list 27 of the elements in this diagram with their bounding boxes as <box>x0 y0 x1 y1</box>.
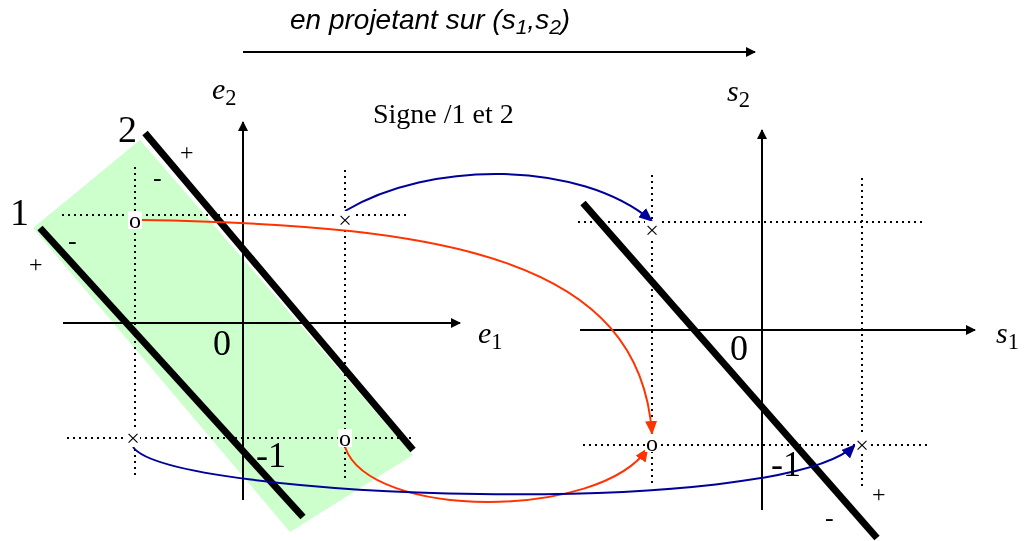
arrow <box>344 173 653 222</box>
axis-label: 2 <box>118 110 137 148</box>
axis-label: e$_{2}$ <box>212 74 237 104</box>
axis-label: Signe /1 et 2 <box>373 100 514 128</box>
axis-label: + <box>872 482 886 506</box>
data-point: o <box>645 434 659 452</box>
data-point: × <box>645 221 659 239</box>
arrow <box>132 444 856 495</box>
axis-label: - <box>825 505 834 531</box>
axis-label: s$_{2}$ <box>727 76 750 106</box>
axis-label: s$_{1}$ <box>996 318 1019 348</box>
axis-label: 0 <box>213 325 231 361</box>
axis-label: e$_{1}$ <box>478 318 503 348</box>
axis-label: + <box>180 140 194 164</box>
axis-label: -1 <box>256 437 286 473</box>
data-point: o <box>128 211 142 229</box>
axis-label: - <box>68 228 77 254</box>
arrow <box>141 219 656 435</box>
axis-label: + <box>29 252 43 276</box>
axis-label: - <box>153 165 162 191</box>
title: en projetant sur (s$_{1}$,s$_{2}$) <box>290 6 571 34</box>
data-point: o <box>338 429 352 447</box>
axis-label: 0 <box>730 330 748 366</box>
data-point: × <box>126 429 140 447</box>
data-point: × <box>338 211 352 229</box>
arrow <box>344 446 649 503</box>
axis-label: 1 <box>10 193 29 231</box>
